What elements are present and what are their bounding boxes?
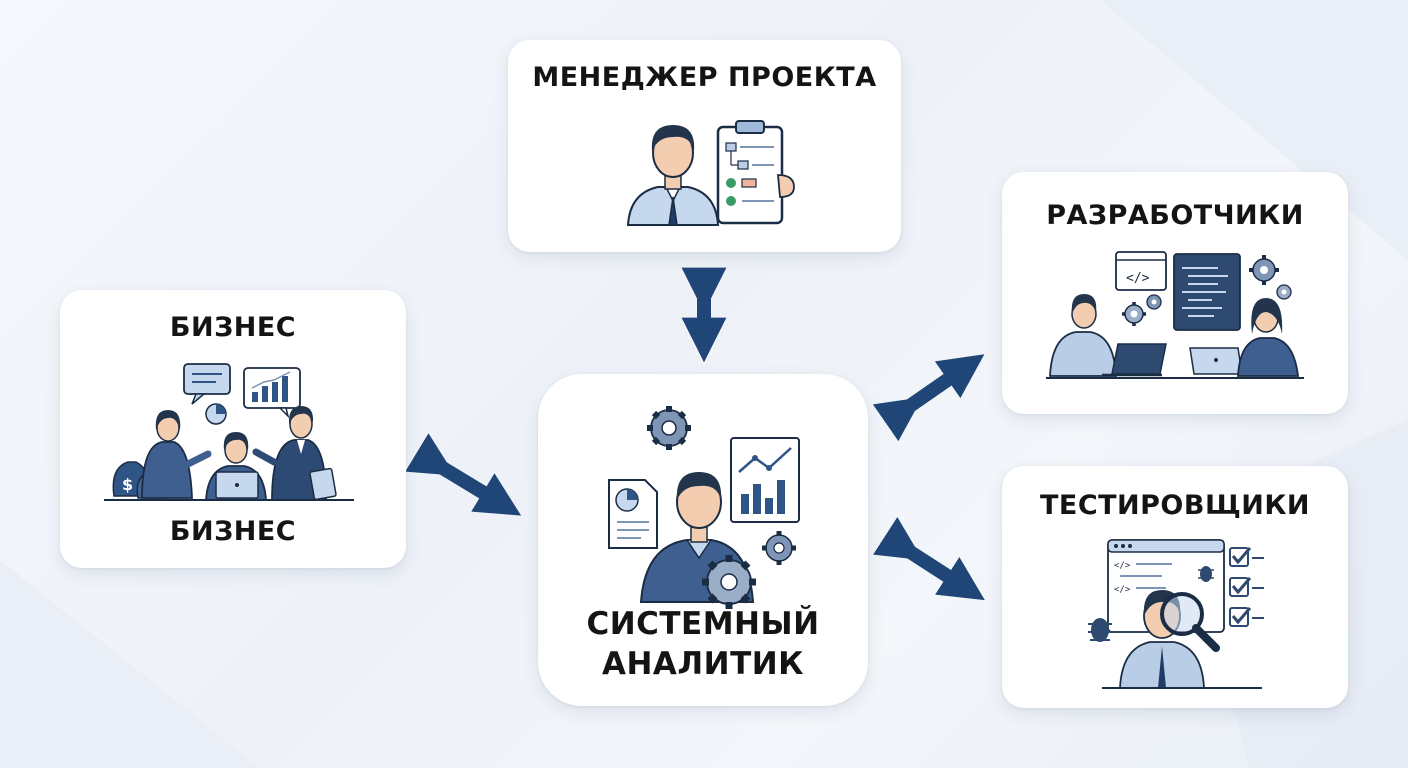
gear-icon — [702, 555, 756, 609]
laptop-icon — [215, 471, 259, 499]
analyst-title-line2: АНАЛИТИК — [601, 646, 805, 682]
business-card: БИЗНЕС $ $ — [60, 290, 406, 568]
svg-text:</>: </> — [1114, 561, 1131, 571]
arrow-analyst-developers — [872, 354, 985, 442]
svg-text:$: $ — [122, 475, 133, 494]
bug-icon — [1088, 618, 1112, 642]
analyst-illustration — [608, 406, 800, 609]
seated-man-icon — [205, 432, 267, 501]
businesswoman-icon — [141, 410, 212, 499]
tablet-icon — [309, 467, 337, 501]
laptop-icon — [1102, 343, 1167, 377]
manager-title: МЕНЕДЖЕР ПРОЕКТА — [532, 62, 877, 93]
developers-illustration: </> — [1046, 251, 1304, 379]
testers-title: ТЕСТИРОВЩИКИ — [1039, 490, 1311, 521]
manager-person-icon — [626, 125, 720, 226]
testers-illustration: </> </> — [1088, 539, 1264, 689]
manager-card: МЕНЕДЖЕР ПРОЕКТА — [508, 40, 901, 252]
gear-icon — [1122, 302, 1146, 326]
business-title: БИЗНЕС — [169, 312, 297, 343]
svg-text:</>: </> — [1114, 585, 1131, 595]
gear-icon — [1276, 284, 1292, 300]
line-bar-chart-icon — [730, 437, 800, 523]
magnifier-icon — [1160, 592, 1220, 652]
svg-text:</>: </> — [1126, 271, 1150, 286]
developer-man-icon — [1049, 294, 1117, 377]
checklist-icon — [1229, 547, 1264, 627]
bar-chart-icon — [243, 367, 301, 419]
speech-bubble-icon — [183, 363, 231, 405]
gear-icon — [762, 531, 796, 565]
analyst-title-line1: СИСТЕМНЫЙ — [586, 606, 820, 642]
clipboard-flowchart-icon — [716, 120, 795, 225]
code-editor-icon — [1173, 253, 1241, 331]
developer-woman-icon — [1237, 298, 1300, 377]
arrow-business-analyst — [405, 433, 522, 516]
arrow-analyst-testers — [873, 517, 985, 601]
businessman-icon — [252, 406, 337, 501]
code-window-icon: </> — [1115, 251, 1167, 291]
developers-title: РАЗРАБОТЧИКИ — [1046, 200, 1304, 231]
business-illustration: $ $ — [104, 363, 354, 501]
bug-icon — [1198, 566, 1214, 582]
document-chart-icon — [608, 479, 658, 549]
testers-card: ТЕСТИРОВЩИКИ </> </> — [1002, 466, 1348, 708]
gear-icon — [647, 406, 691, 450]
developers-card: РАЗРАБОТЧИКИ </> — [1002, 172, 1348, 414]
analyst-card: СИСТЕМНЫЙ АНАЛИТИК — [538, 374, 868, 706]
business-caption: БИЗНЕС — [169, 516, 297, 547]
laptop-icon — [1189, 347, 1243, 375]
manager-illustration — [626, 120, 795, 226]
gear-icon — [1146, 294, 1162, 310]
gear-icon — [1249, 255, 1279, 285]
pie-chart-icon — [205, 403, 227, 425]
